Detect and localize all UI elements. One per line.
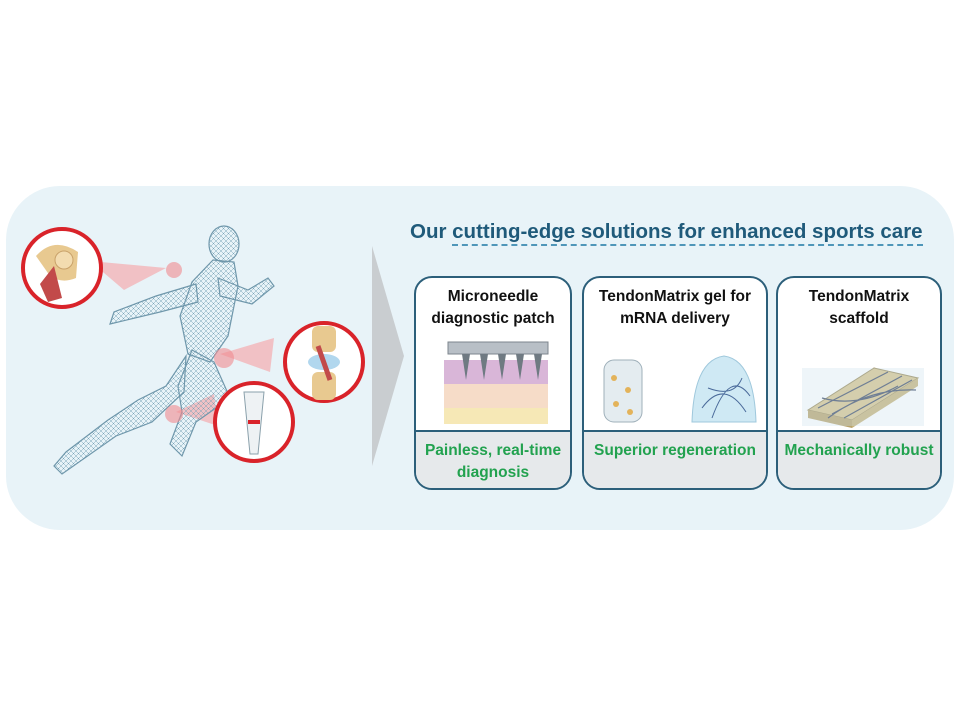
card-benefit: Mechanically robust	[784, 442, 934, 459]
chevron-divider-icon	[372, 246, 404, 466]
shoulder-joint-icon	[21, 227, 103, 309]
title-highlight: cutting-edge solutions for enhanced spor…	[452, 220, 923, 246]
card-title: TendonMatrix scaffold	[808, 288, 910, 327]
card-footer: Painless, real-time diagnosis	[416, 430, 570, 488]
card-benefit: Painless, real-time diagnosis	[424, 442, 562, 481]
scaffold-icon	[802, 367, 924, 428]
runner-figure	[53, 225, 275, 475]
achilles-tendon-icon	[213, 381, 295, 463]
microneedle-patch-icon	[444, 341, 549, 424]
card-gel: TendonMatrix gel for mRNA delivery Super…	[582, 276, 768, 490]
content-panel: Our cutting-edge solutions for enhanced …	[6, 186, 954, 530]
card-title: Microneedle diagnostic patch	[431, 288, 555, 327]
section-title: Our cutting-edge solutions for enhanced …	[410, 220, 950, 246]
hydrogel-icon	[603, 355, 757, 423]
card-benefit: Superior regeneration	[594, 442, 756, 459]
athlete-illustration	[6, 186, 376, 530]
card-title: TendonMatrix gel for mRNA delivery	[598, 288, 752, 327]
card-scaffold: TendonMatrix scaffold Mechanically robus…	[776, 276, 942, 490]
card-microneedle: Microneedle diagnostic patch Painless, r…	[414, 276, 572, 490]
card-footer: Mechanically robust	[778, 430, 940, 488]
knee-joint-icon	[283, 321, 365, 403]
card-footer: Superior regeneration	[584, 430, 766, 488]
title-prefix: Our	[410, 220, 453, 243]
